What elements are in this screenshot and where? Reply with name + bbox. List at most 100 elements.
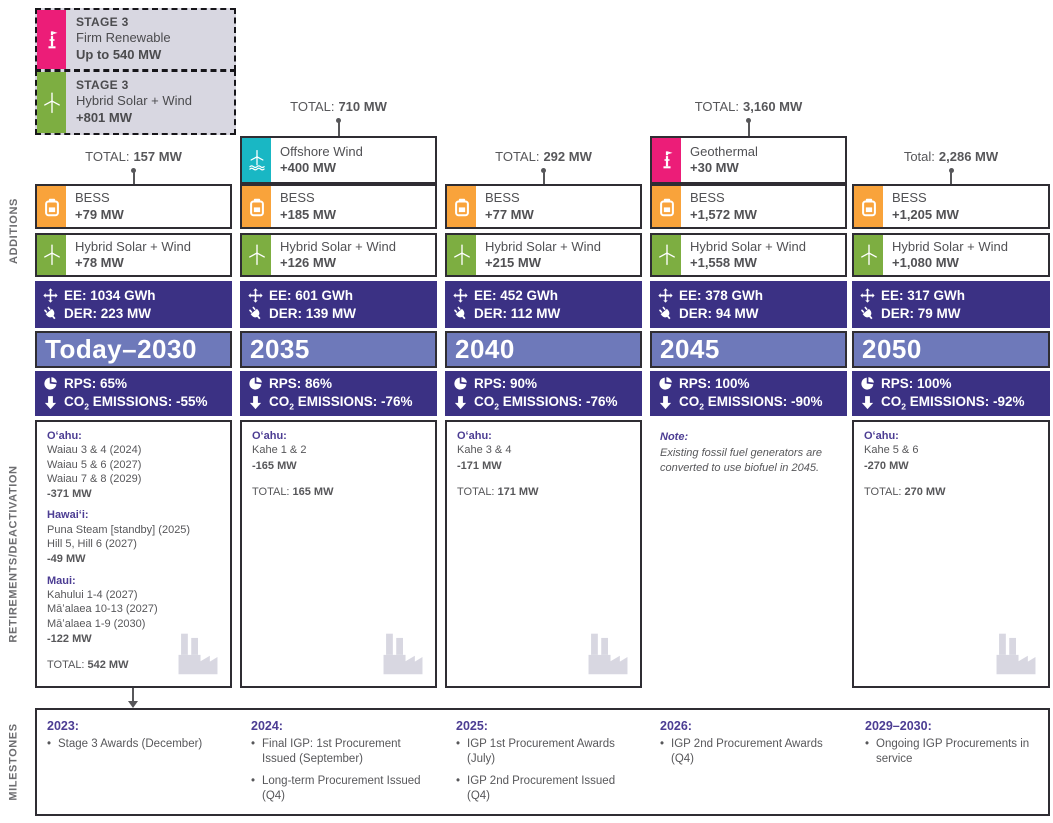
hybrid-solar-wind-box: Hybrid Solar + Wind+78 MW xyxy=(35,233,232,277)
special-label: Offshore Wind xyxy=(280,143,363,159)
total-label: TOTAL:292 MW xyxy=(495,149,592,164)
bess-box: BESS+185 MW xyxy=(240,184,437,229)
milestone-bullet: IGP 2nd Procurement Issued (Q4) xyxy=(467,775,616,803)
legend-value: Up to 540 MW xyxy=(76,47,162,63)
retirement-total: TOTAL:542 MW xyxy=(47,659,129,672)
special-value: +30 MW xyxy=(690,160,739,175)
milestone-bullet: Long-term Procurement Issued (Q4) xyxy=(262,775,421,803)
year-label: 2050 xyxy=(852,331,1050,368)
rps-co2-bar: RPS: 100% CO2 EMISSIONS: -90% xyxy=(650,371,847,416)
section-label-retirements: RETIREMENTS/DEACTIVATION xyxy=(8,465,21,643)
bess-box: BESS+79 MW xyxy=(35,184,232,229)
rps-co2-bar: RPS: 90% CO2 EMISSIONS: -76% xyxy=(445,371,642,416)
factory-icon xyxy=(176,630,220,678)
island-heading: Oʻahu: xyxy=(252,430,287,442)
plug-icon xyxy=(453,306,468,321)
note-body: Existing fossil fuel generators are conv… xyxy=(660,447,823,474)
pie-chart-icon xyxy=(43,376,58,391)
plug-icon xyxy=(658,306,673,321)
down-arrow-icon xyxy=(453,395,468,410)
legend-value: +801 MW xyxy=(76,110,132,126)
retirement-line: Kahului 1-4 (2027) xyxy=(47,588,138,601)
retirement-line: Puna Steam [standby] (2025) xyxy=(47,523,191,536)
retirement-line: Kahe 3 & 4 xyxy=(457,444,512,457)
retirement-total: TOTAL:270 MW xyxy=(864,485,946,498)
legend-name: Firm Renewable xyxy=(76,30,171,46)
factory-icon xyxy=(994,630,1038,678)
milestone-bullet: Ongoing IGP Procurements in service xyxy=(876,738,1030,766)
note-heading: Note: xyxy=(660,431,689,443)
milestone-cell: 2023: Stage 3 Awards (December) xyxy=(47,718,225,759)
ee-der-bar: EE: 1034 GWh DER: 223 MW xyxy=(35,281,232,328)
retirement-line: Waiau 7 & 8 (2029) xyxy=(47,472,142,485)
wind-turbine-icon xyxy=(652,235,681,275)
island-heading: Oʻahu: xyxy=(457,430,492,442)
connector-line xyxy=(337,122,340,136)
wind-turbine-icon xyxy=(37,235,66,275)
milestone-connector-arrowhead xyxy=(128,701,138,708)
wind-turbine-icon xyxy=(242,235,271,275)
hybrid-solar-wind-box: Hybrid Solar + Wind+215 MW xyxy=(445,233,642,277)
total-label: TOTAL:3,160 MW xyxy=(694,99,803,114)
retirement-line: Māʻalaea 1-9 (2030) xyxy=(47,617,146,630)
island-heading: Maui: xyxy=(47,574,76,587)
connector-dot xyxy=(336,118,341,123)
ee-der-bar: EE: 378 GWh DER: 94 MW xyxy=(650,281,847,328)
year-label: 2045 xyxy=(650,331,847,368)
retirement-subtotal: -49 MW xyxy=(47,553,86,566)
battery-icon xyxy=(854,186,883,227)
pie-chart-icon xyxy=(248,376,263,391)
retirement-total: TOTAL:171 MW xyxy=(457,485,539,498)
geothermal-box: Geothermal+30 MW xyxy=(650,136,847,184)
factory-icon xyxy=(381,630,425,678)
wind-turbine-icon xyxy=(854,235,883,275)
milestone-bullet: IGP 1st Procurement Awards (July) xyxy=(467,738,615,766)
retirement-line: Waiau 5 & 6 (2027) xyxy=(47,458,142,471)
legend-stage: STAGE 3 xyxy=(76,14,129,29)
legend-stage: STAGE 3 xyxy=(76,77,129,92)
milestone-year: 2026: xyxy=(660,719,692,733)
down-arrow-icon xyxy=(248,395,263,410)
milestone-cell: 2029–2030: Ongoing IGP Procurements in s… xyxy=(865,718,1043,774)
wind-turbine-icon xyxy=(37,72,66,133)
connector-dot xyxy=(948,168,954,173)
plug-icon xyxy=(248,306,263,321)
milestone-bullet: Final IGP: 1st Procurement Issued (Septe… xyxy=(262,738,401,766)
year-label: 2035 xyxy=(240,331,437,368)
section-label-milestones: MILESTONES xyxy=(8,723,20,801)
battery-icon xyxy=(37,186,66,227)
factory-icon xyxy=(586,630,630,678)
legend-name: Hybrid Solar + Wind xyxy=(76,93,192,109)
column-2045: TOTAL:3,160 MW Geothermal+30 MW BESS+1,5… xyxy=(650,0,847,823)
battery-icon xyxy=(242,186,271,227)
retirement-subtotal: -270 MW xyxy=(864,459,909,472)
retirement-subtotal: -122 MW xyxy=(47,632,92,645)
ee-der-bar: EE: 452 GWh DER: 112 MW xyxy=(445,281,642,328)
column-2035: TOTAL:710 MW Offshore Wind+400 MW BESS+1… xyxy=(240,0,437,823)
year-label: Today–2030 xyxy=(35,331,232,368)
retirements-box: Oʻahu: Kahe 3 & 4 -171 MW TOTAL:171 MW xyxy=(445,420,642,688)
hybrid-solar-wind-box: Hybrid Solar + Wind+126 MW xyxy=(240,233,437,277)
island-heading: Oʻahu: xyxy=(864,430,899,442)
retirement-line: Hill 5, Hill 6 (2027) xyxy=(47,538,137,551)
battery-icon xyxy=(447,186,476,227)
rps-co2-bar: RPS: 100% CO2 EMISSIONS: -92% xyxy=(852,371,1050,416)
year-label: 2040 xyxy=(445,331,642,368)
milestone-bullet: IGP 2nd Procurement Awards (Q4) xyxy=(671,738,823,766)
four-arrows-icon xyxy=(248,288,263,303)
milestone-cell: 2024: Final IGP: 1st Procurement Issued … xyxy=(251,718,429,811)
battery-icon xyxy=(652,186,681,227)
connector-line xyxy=(950,172,952,184)
connector-dot xyxy=(131,168,136,173)
geothermal-rig-icon xyxy=(652,138,681,182)
pie-chart-icon xyxy=(658,376,673,391)
retirement-line: Māʻalaea 10-13 (2027) xyxy=(47,603,158,616)
retirement-line: Waiau 3 & 4 (2024) xyxy=(47,444,142,457)
milestone-year: 2025: xyxy=(456,719,488,733)
offshore-wind-icon xyxy=(242,138,271,182)
bess-box: BESS+1,205 MW xyxy=(852,184,1050,229)
legend-hybrid-solar-wind: STAGE 3 Hybrid Solar + Wind +801 MW xyxy=(35,70,236,135)
bess-value: +79 MW xyxy=(75,206,124,222)
four-arrows-icon xyxy=(453,288,468,303)
